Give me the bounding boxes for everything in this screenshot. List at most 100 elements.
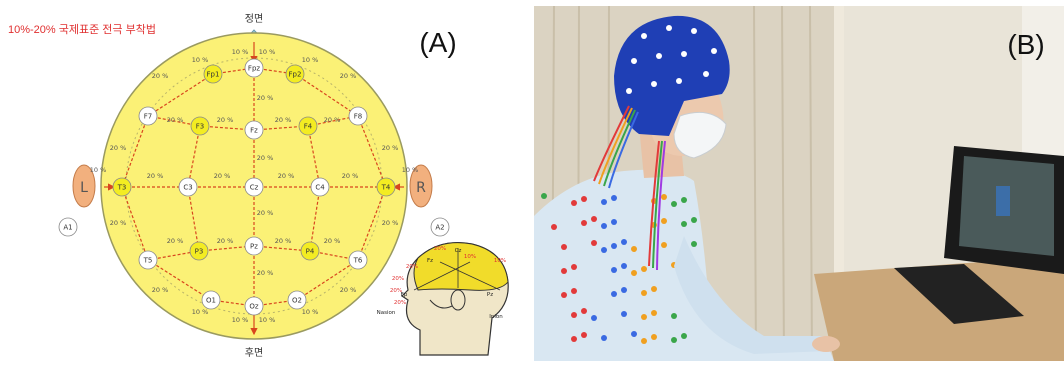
inset-label: Pz bbox=[487, 292, 493, 298]
spacing-10-label: 10 % bbox=[232, 316, 249, 324]
inset-label: Cz bbox=[455, 248, 462, 254]
svg-text:Cz: Cz bbox=[250, 184, 259, 192]
inset-label: Fp bbox=[401, 292, 408, 298]
inset-label: Fz bbox=[427, 258, 433, 264]
svg-text:Fp1: Fp1 bbox=[207, 71, 220, 79]
electrode-fp2: Fp2 bbox=[286, 65, 304, 83]
spacing-20-label: 20 % bbox=[324, 116, 341, 124]
svg-text:P4: P4 bbox=[306, 248, 315, 256]
spacing-20-label: 20 % bbox=[275, 116, 292, 124]
spacing-20-label: 20 % bbox=[342, 172, 359, 180]
spacing-10-label: 10 % bbox=[192, 56, 209, 64]
spacing-20-label: 20 % bbox=[340, 286, 357, 294]
svg-text:O2: O2 bbox=[292, 297, 302, 305]
electrode-fp1: Fp1 bbox=[204, 65, 222, 83]
spacing-10-label: 10 % bbox=[259, 316, 276, 324]
electrode-t4: T4 bbox=[377, 178, 395, 196]
electrode-p4: P4 bbox=[301, 242, 319, 260]
electrode-cz: Cz bbox=[245, 178, 263, 196]
diagram-title: 10%-20% 국제표준 전극 부착법 bbox=[8, 23, 156, 36]
spacing-10-label: 10 % bbox=[402, 166, 419, 174]
svg-text:Fpz: Fpz bbox=[248, 65, 260, 73]
screen-figure bbox=[996, 186, 1010, 216]
spacing-20-label: 20 % bbox=[275, 237, 292, 245]
subject-photo-panel: (B) bbox=[534, 6, 1064, 361]
spacing-20-label: 20 % bbox=[167, 116, 184, 124]
electrode-o2: O2 bbox=[288, 291, 306, 309]
spacing-20-label: 20 % bbox=[217, 116, 234, 124]
front-label: 정면 bbox=[245, 13, 263, 25]
svg-text:C3: C3 bbox=[183, 184, 192, 192]
inset-label: 20% bbox=[394, 300, 406, 306]
svg-text:Oz: Oz bbox=[249, 303, 259, 311]
electrode-fpz: Fpz bbox=[245, 59, 263, 77]
svg-text:Pz: Pz bbox=[250, 243, 258, 251]
electrode-f3: F3 bbox=[191, 117, 209, 135]
spacing-20-label: 20 % bbox=[152, 286, 169, 294]
panel-label-a: (A) bbox=[419, 27, 456, 58]
svg-text:F4: F4 bbox=[304, 123, 313, 131]
hand bbox=[812, 336, 840, 352]
electrode-fz: Fz bbox=[245, 121, 263, 139]
right-ear-label: R bbox=[416, 180, 426, 196]
svg-text:F7: F7 bbox=[144, 113, 152, 121]
spacing-20-label: 20 % bbox=[382, 219, 399, 227]
inset-label: 10% bbox=[464, 254, 476, 260]
spacing-20-label: 20 % bbox=[110, 219, 127, 227]
inset-label: 20% bbox=[406, 264, 418, 270]
svg-text:C4: C4 bbox=[315, 184, 325, 192]
inset-label: 20% bbox=[434, 246, 446, 252]
spacing-10-label: 10 % bbox=[192, 308, 209, 316]
svg-text:T4: T4 bbox=[381, 184, 391, 192]
subject-photo: (B) bbox=[534, 6, 1064, 361]
svg-text:Fp2: Fp2 bbox=[289, 71, 302, 79]
inset-label: 20% bbox=[392, 276, 404, 282]
electrode-c3: C3 bbox=[179, 178, 197, 196]
spacing-20-label: 20 % bbox=[214, 172, 231, 180]
inset-label: Nasion bbox=[377, 310, 396, 316]
electrode-t6: T6 bbox=[349, 251, 367, 269]
electrode-o1: O1 bbox=[202, 291, 220, 309]
electrode-pz: Pz bbox=[245, 237, 263, 255]
electrode-a1: A1 bbox=[59, 218, 77, 236]
spacing-10-label: 10 % bbox=[259, 48, 276, 56]
svg-text:A2: A2 bbox=[435, 224, 444, 232]
electrode-oz: Oz bbox=[245, 297, 263, 315]
svg-text:F3: F3 bbox=[196, 123, 204, 131]
svg-text:O1: O1 bbox=[206, 297, 216, 305]
svg-text:T3: T3 bbox=[117, 184, 127, 192]
panel-label-b: (B) bbox=[1007, 29, 1044, 60]
left-ear-label: L bbox=[80, 180, 88, 196]
svg-text:A1: A1 bbox=[63, 224, 72, 232]
electrode-f4: F4 bbox=[299, 117, 317, 135]
spacing-20-label: 20 % bbox=[152, 72, 169, 80]
spacing-20-label: 20 % bbox=[257, 154, 274, 162]
spacing-10-label: 10 % bbox=[302, 56, 319, 64]
spacing-20-label: 20 % bbox=[110, 144, 127, 152]
inset-label: Inion bbox=[489, 314, 503, 320]
electrode-p3: P3 bbox=[190, 242, 208, 260]
spacing-20-label: 20 % bbox=[257, 209, 274, 217]
eeg-diagram-panel: L R 10 % 10 % 10 % 10 % 10 % 10 % 10 % 10 % 10 %… bbox=[0, 0, 530, 361]
spacing-20-label: 20 % bbox=[278, 172, 295, 180]
back-label: 후면 bbox=[245, 347, 263, 359]
electrode-t3: T3 bbox=[113, 178, 131, 196]
spacing-20-label: 20 % bbox=[382, 144, 399, 152]
spacing-20-label: 20 % bbox=[147, 172, 164, 180]
spacing-20-label: 20 % bbox=[324, 237, 341, 245]
spacing-20-label: 20 % bbox=[340, 72, 357, 80]
spacing-20-label: 20 % bbox=[257, 269, 274, 277]
svg-text:T5: T5 bbox=[143, 257, 153, 265]
electrode-t5: T5 bbox=[139, 251, 157, 269]
svg-text:Fz: Fz bbox=[250, 127, 258, 135]
svg-text:T6: T6 bbox=[353, 257, 363, 265]
spacing-10-label: 10 % bbox=[90, 166, 107, 174]
spacing-10-label: 10 % bbox=[232, 48, 249, 56]
spacing-10-label: 10 % bbox=[302, 308, 319, 316]
electrode-c4: C4 bbox=[311, 178, 329, 196]
spacing-20-label: 20 % bbox=[167, 237, 184, 245]
eeg-10-20-diagram: L R 10 % 10 % 10 % 10 % 10 % 10 % 10 % 10 % 10 %… bbox=[0, 0, 530, 361]
spacing-20-label: 20 % bbox=[257, 94, 274, 102]
electrode-f8: F8 bbox=[349, 107, 367, 125]
